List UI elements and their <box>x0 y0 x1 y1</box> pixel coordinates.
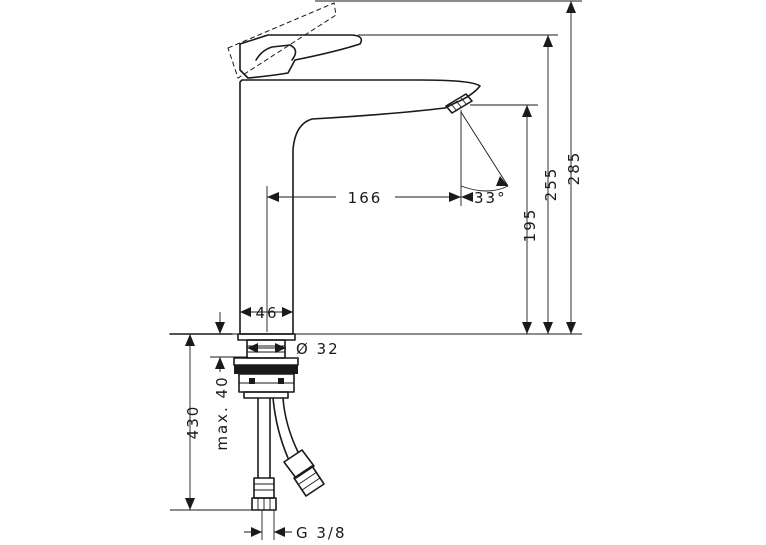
label-33-deg: 33° <box>474 189 507 207</box>
dim-spout-height: 195 <box>521 105 539 334</box>
dim-total-height: 285 <box>565 1 583 334</box>
label-166: 166 <box>348 189 383 207</box>
dim-spout-angle: 33° <box>460 176 509 207</box>
dim-counter-thickness: max. 40 <box>213 312 231 451</box>
label-195: 195 <box>521 208 539 243</box>
label-diameter-32: Ø 32 <box>296 340 340 358</box>
label-430: 430 <box>184 405 202 440</box>
label-max-40: max. 40 <box>213 375 231 450</box>
dim-hose-length: 430 <box>184 334 202 510</box>
dim-connection-thread: G 3/8 <box>244 524 347 542</box>
dim-body-width: 46 <box>240 304 293 322</box>
dim-hole-diameter: Ø 32 <box>247 340 340 358</box>
label-285: 285 <box>565 151 583 186</box>
supply-hoses <box>251 397 325 511</box>
label-255: 255 <box>542 167 560 202</box>
label-46: 46 <box>255 304 278 322</box>
dim-handle-height: 255 <box>542 35 560 334</box>
label-g-3-8: G 3/8 <box>296 524 347 542</box>
faucet-body <box>169 2 481 341</box>
dim-spout-reach: 166 <box>267 189 461 207</box>
mounting-hardware <box>233 339 299 399</box>
extension-lines <box>170 0 582 540</box>
